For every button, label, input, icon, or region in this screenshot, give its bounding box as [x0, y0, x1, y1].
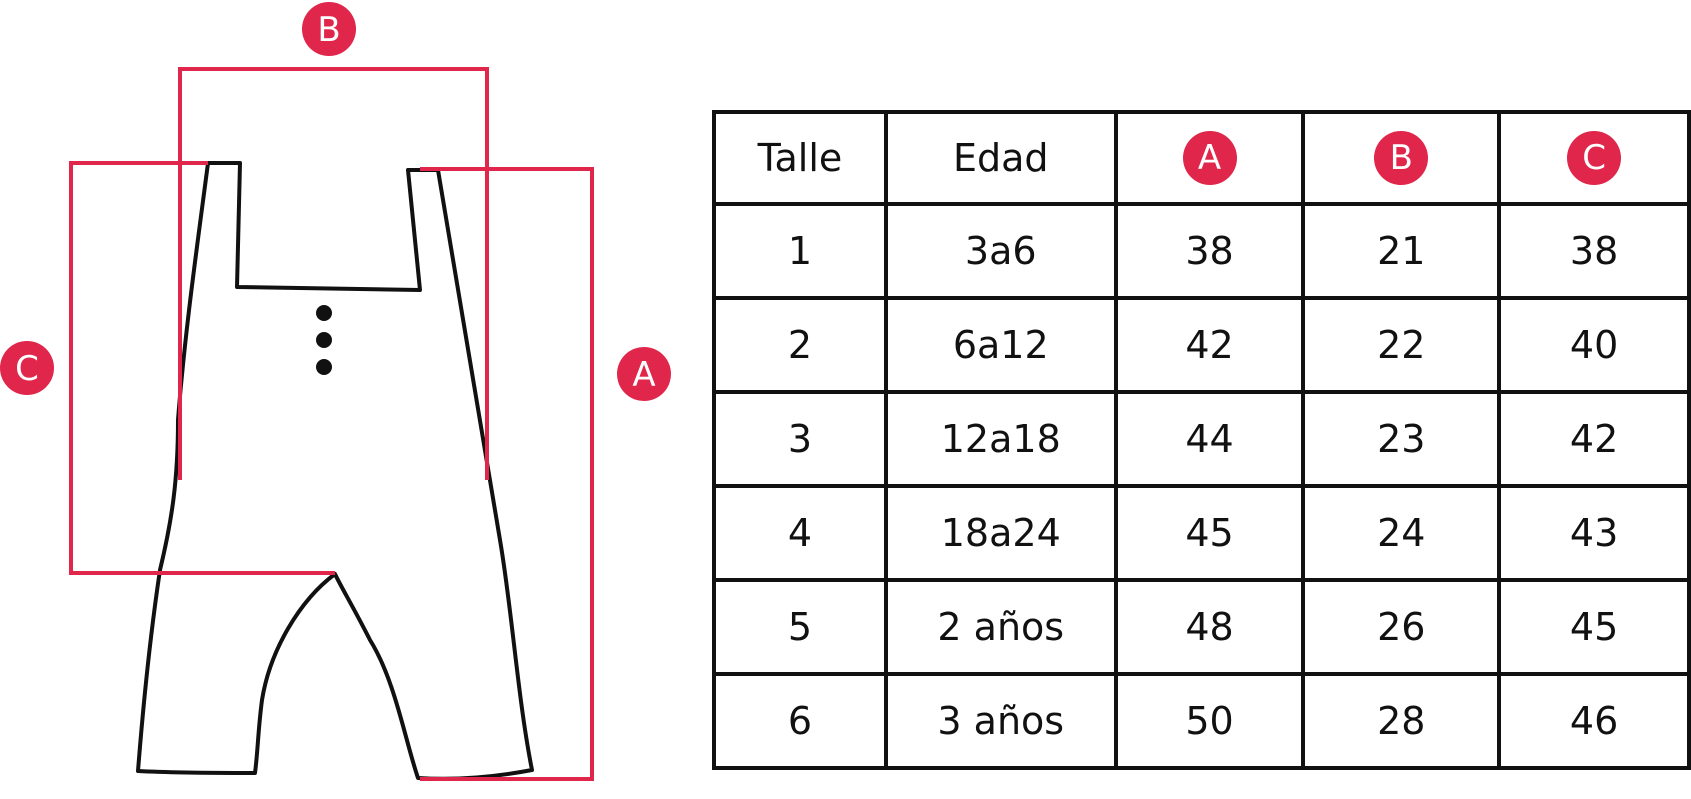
cell-edad: 6a12 [883, 296, 1118, 394]
cell-b: 22 [1301, 296, 1502, 394]
cell-a: 44 [1113, 390, 1306, 488]
measure-b-line [178, 67, 489, 480]
cell-c: 40 [1497, 296, 1691, 394]
size-table: Talle Edad A B C 1 3a6 38 21 38 2 6a12 4… [712, 110, 1691, 770]
cell-b: 21 [1301, 202, 1502, 300]
header-a-badge: A [1182, 131, 1237, 185]
header-c-badge: C [1567, 131, 1622, 185]
label-b-badge: B [302, 2, 356, 56]
label-c-badge: C [0, 341, 54, 395]
table-row: 6 3 años 50 28 46 [712, 672, 1691, 770]
label-c-text: C [15, 349, 39, 389]
cell-b: 28 [1301, 672, 1502, 770]
cell-edad: 12a18 [883, 390, 1118, 488]
button-dot [316, 332, 332, 348]
cell-edad: 2 años [883, 578, 1118, 676]
table-row: 5 2 años 48 26 45 [712, 578, 1691, 676]
table-row: 3 12a18 44 23 42 [712, 390, 1691, 488]
cell-c: 43 [1497, 484, 1691, 582]
cell-edad: 3a6 [883, 202, 1118, 300]
label-a-badge: A [617, 347, 671, 401]
cell-talle: 3 [712, 390, 888, 488]
cell-a: 45 [1113, 484, 1306, 582]
cell-c: 45 [1497, 578, 1691, 676]
header-b-badge: B [1374, 131, 1429, 185]
cell-a: 42 [1113, 296, 1306, 394]
cell-b: 24 [1301, 484, 1502, 582]
cell-talle: 6 [712, 672, 888, 770]
header-talle: Talle [712, 110, 888, 206]
header-a: A [1113, 110, 1306, 206]
cell-edad: 3 años [883, 672, 1118, 770]
table-row: 4 18a24 45 24 43 [712, 484, 1691, 582]
header-edad: Edad [883, 110, 1118, 206]
measure-c-line [69, 161, 335, 575]
table-header-row: Talle Edad A B C [712, 110, 1691, 206]
cell-talle: 4 [712, 484, 888, 582]
cell-talle: 1 [712, 202, 888, 300]
cell-a: 38 [1113, 202, 1306, 300]
cell-c: 46 [1497, 672, 1691, 770]
cell-b: 23 [1301, 390, 1502, 488]
button-dot [316, 359, 332, 375]
cell-a: 48 [1113, 578, 1306, 676]
label-b-text: B [317, 10, 340, 50]
table-row: 1 3a6 38 21 38 [712, 202, 1691, 300]
cell-c: 42 [1497, 390, 1691, 488]
cell-talle: 5 [712, 578, 888, 676]
header-c: C [1497, 110, 1691, 206]
measure-a-line [420, 167, 594, 781]
table-row: 2 6a12 42 22 40 [712, 296, 1691, 394]
cell-c: 38 [1497, 202, 1691, 300]
label-a-text: A [632, 355, 655, 395]
cell-talle: 2 [712, 296, 888, 394]
cell-edad: 18a24 [883, 484, 1118, 582]
header-b: B [1301, 110, 1502, 206]
button-dot [316, 305, 332, 321]
cell-a: 50 [1113, 672, 1306, 770]
garment-diagram: B C A [0, 2, 671, 781]
overalls-outline [136, 161, 534, 781]
cell-b: 26 [1301, 578, 1502, 676]
